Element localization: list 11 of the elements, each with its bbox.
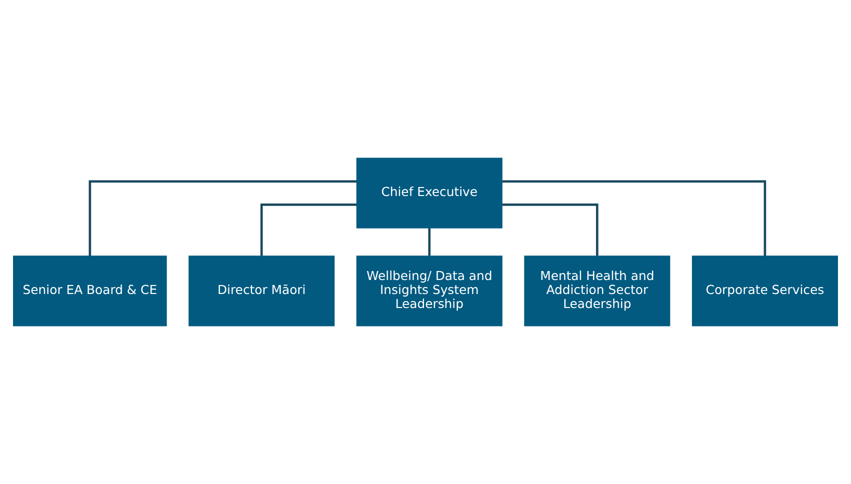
connector xyxy=(428,228,431,256)
node-box: Senior EA Board & CE xyxy=(13,256,167,326)
node-box: Director Māori xyxy=(188,256,335,326)
connector xyxy=(502,180,766,256)
connector xyxy=(502,204,598,256)
connector xyxy=(88,180,357,256)
node-box: Corporate Services xyxy=(692,256,838,326)
node-box: Mental Health and Addiction Sector Leadership xyxy=(524,256,670,326)
node-box: Chief Executive xyxy=(356,158,502,228)
connector xyxy=(260,204,357,256)
node-box: Wellbeing/ Data and Insights System Leadership xyxy=(356,256,502,326)
